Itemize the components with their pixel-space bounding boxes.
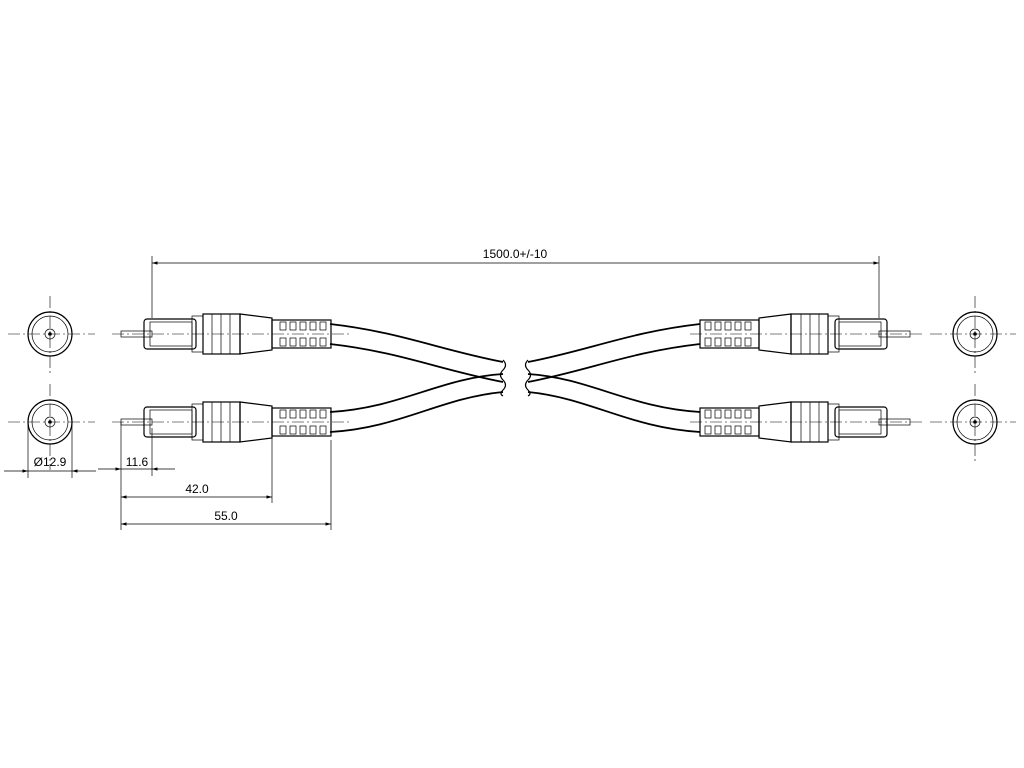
center-lines: [112, 333, 925, 423]
overall-length-label: 1500.0+/-10: [483, 247, 548, 261]
rca-connector-right-lower: [699, 401, 911, 443]
diameter-label: Ø12.9: [34, 455, 67, 469]
pin-length-label: 11.6: [126, 455, 149, 469]
connectors: [120, 313, 911, 443]
dimensions: 1500.0+/-10 Ø12.9 11.6 42.0 55.0: [4, 247, 880, 530]
overall-connector-length-label: 55.0: [214, 509, 238, 523]
break-mark-left: [499, 359, 507, 397]
end-view-right-lower: [930, 384, 1016, 462]
end-views: [8, 296, 1016, 470]
break-mark-right: [524, 359, 532, 397]
connector-length-label: 42.0: [185, 482, 209, 496]
end-view-right-upper: [930, 296, 1016, 374]
cable-body: [329, 323, 701, 433]
end-view-left-upper: [8, 296, 95, 374]
end-view-left-lower: [8, 384, 95, 470]
